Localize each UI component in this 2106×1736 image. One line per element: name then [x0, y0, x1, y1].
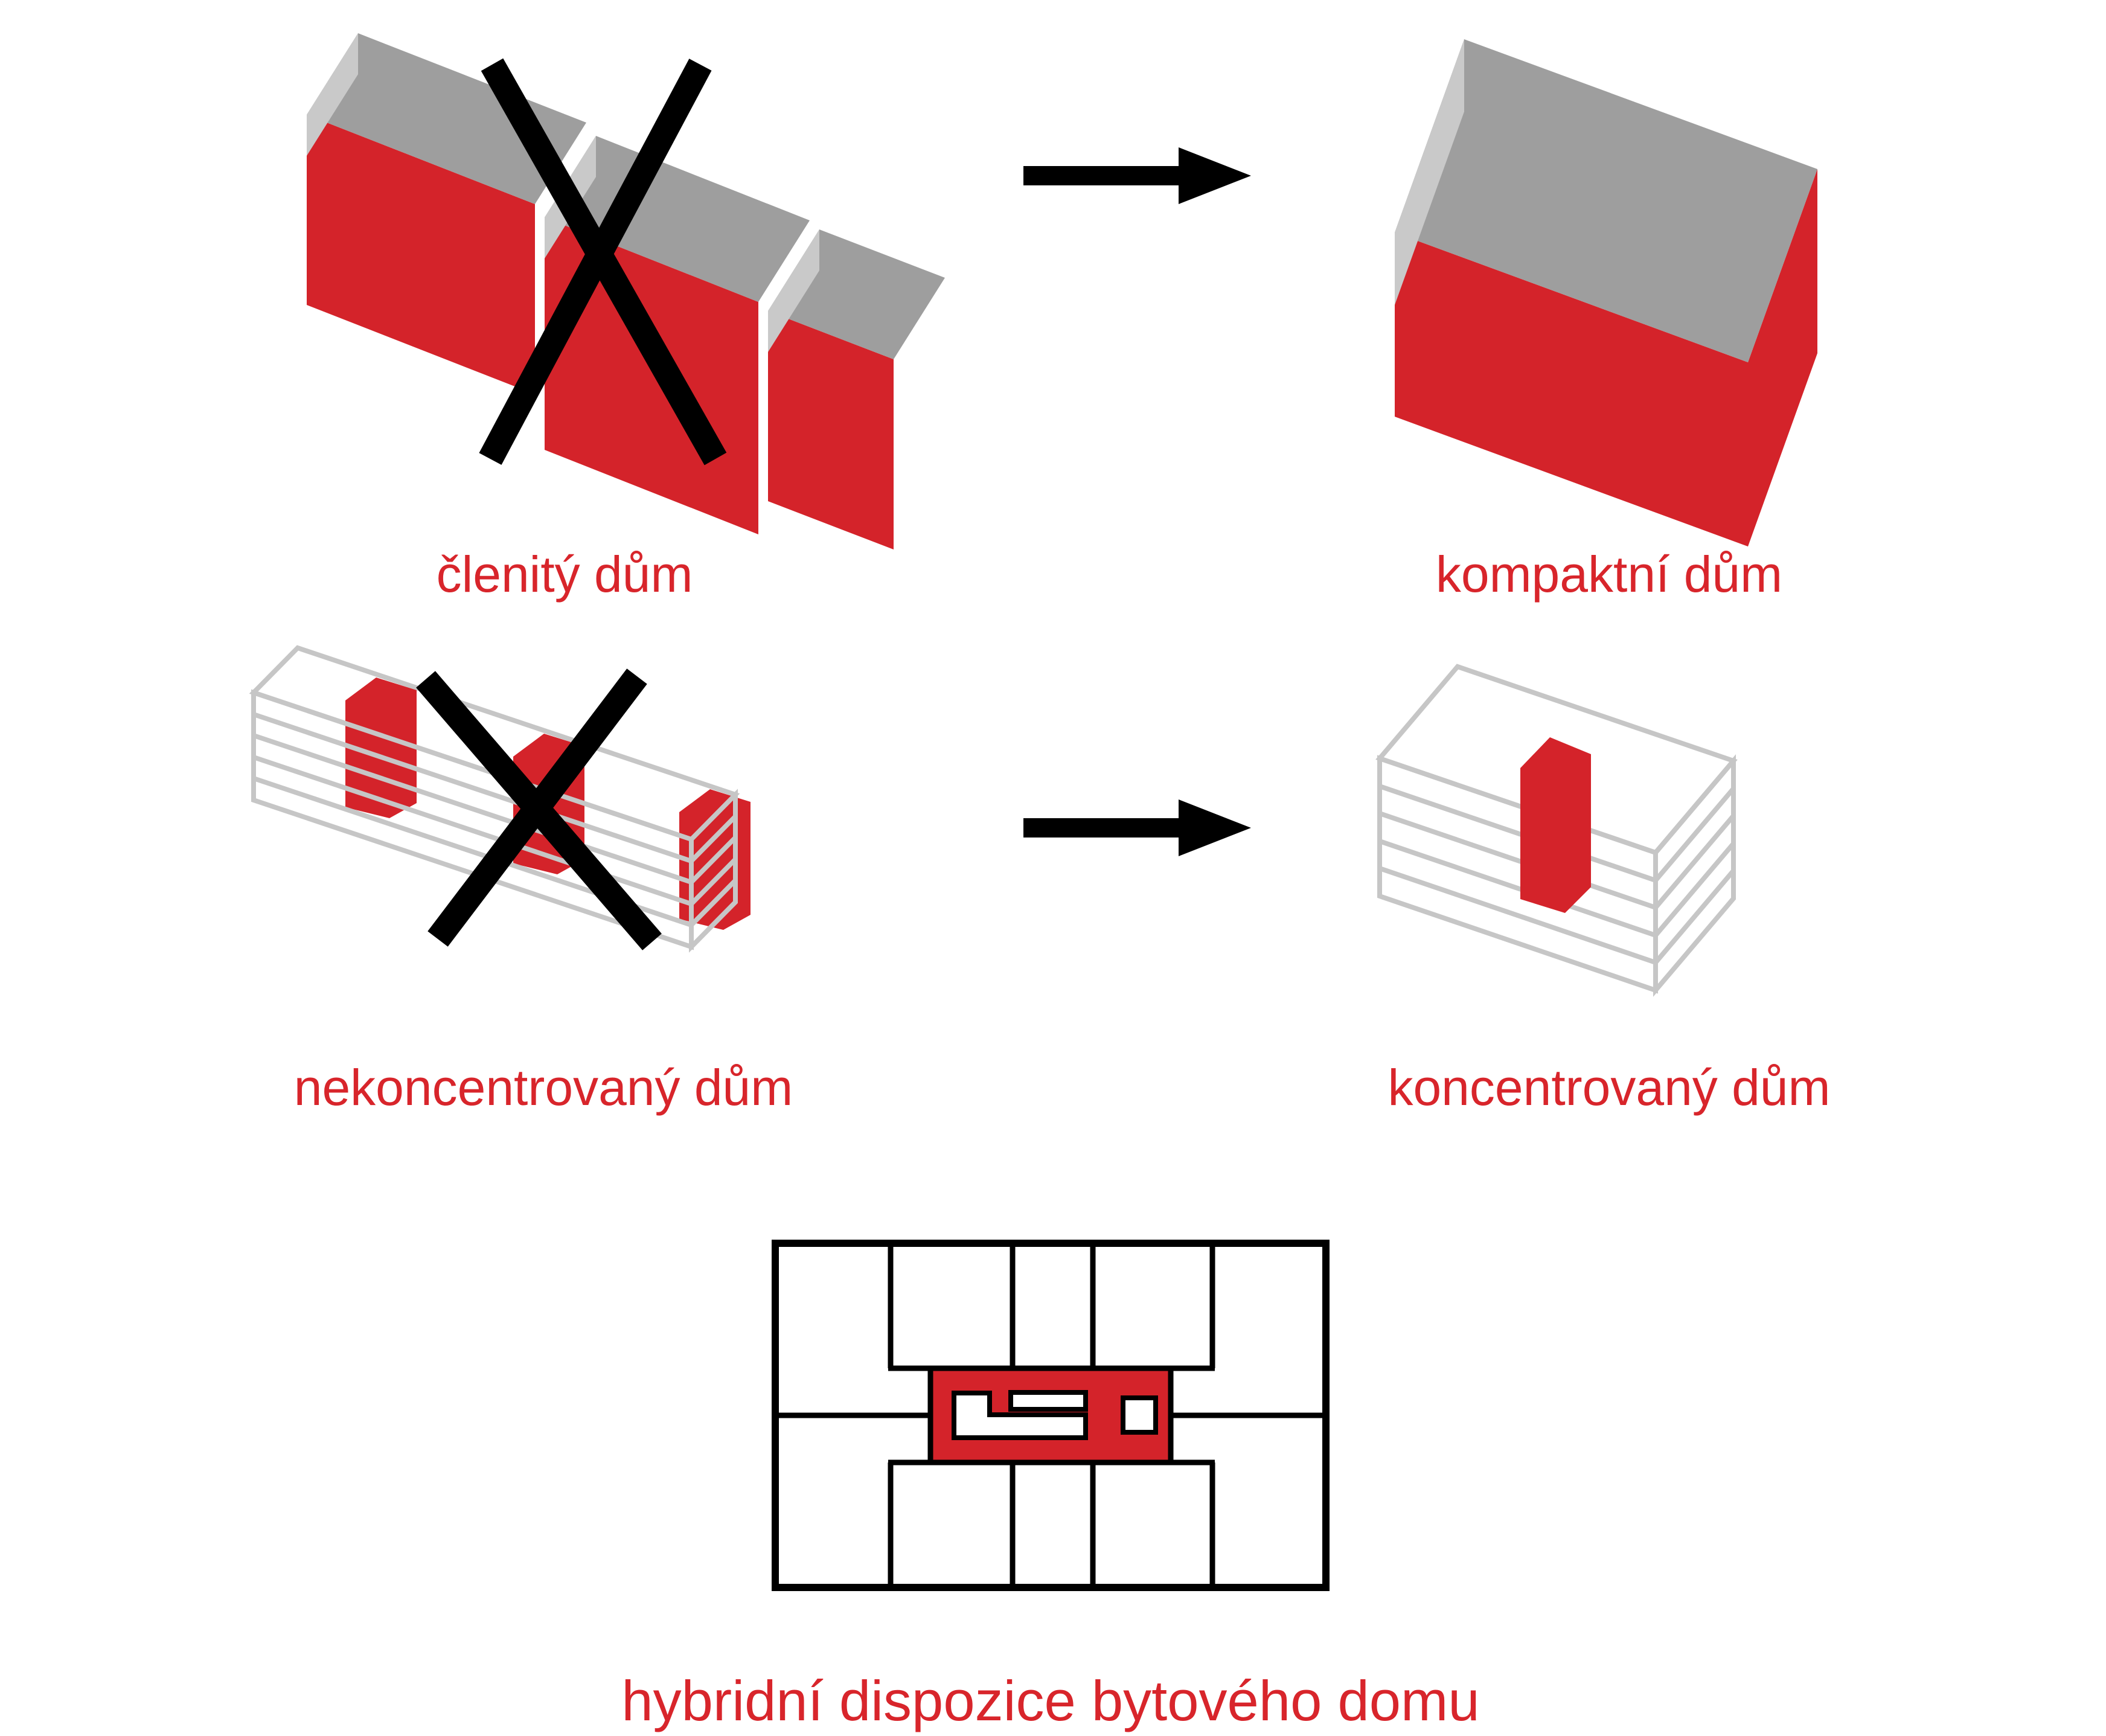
box-front-face — [1395, 232, 1748, 546]
label-clenity-dum: členitý dům — [436, 546, 693, 603]
label-koncentrovany-dum: koncentrovaný dům — [1387, 1059, 1831, 1116]
box-inner-wall — [307, 33, 358, 156]
floor-plan-figure — [772, 1240, 1330, 1591]
box-front-face — [768, 311, 894, 549]
articulated-box-3 — [768, 229, 945, 549]
box-opening — [545, 136, 810, 302]
label-nekoncentrovany-dum: nekoncentrovaný dům — [293, 1059, 793, 1116]
plan-stair — [952, 1391, 1088, 1440]
label-kompaktni-dum: kompaktní dům — [1435, 546, 1783, 603]
plan-core — [927, 1365, 1174, 1465]
box-inner-wall — [768, 229, 819, 352]
box-opening — [1395, 39, 1817, 362]
concentrated-house-figure — [1375, 664, 1738, 997]
plan-elevator — [1121, 1395, 1158, 1435]
cross-icon — [479, 58, 727, 466]
box-inner-wall — [1395, 39, 1464, 305]
articulated-house-figure — [307, 33, 945, 549]
arrow-right-icon — [1023, 147, 1251, 204]
plan-slot — [1008, 1390, 1088, 1412]
nonconcentrated-house-figure — [249, 645, 751, 953]
arrow-right-icon — [1023, 799, 1251, 856]
core-prism-icon — [1520, 737, 1591, 913]
box-opening — [307, 33, 586, 204]
box-side-face — [1748, 169, 1817, 546]
cross-icon — [416, 668, 662, 950]
plan-partition-walls — [775, 1243, 1326, 1587]
compact-house-figure — [1395, 39, 1817, 546]
articulated-box-1 — [307, 33, 586, 394]
box-front-face — [307, 115, 535, 394]
label-hybridni-dispozice: hybridní dispozice bytového domu — [621, 1669, 1480, 1732]
